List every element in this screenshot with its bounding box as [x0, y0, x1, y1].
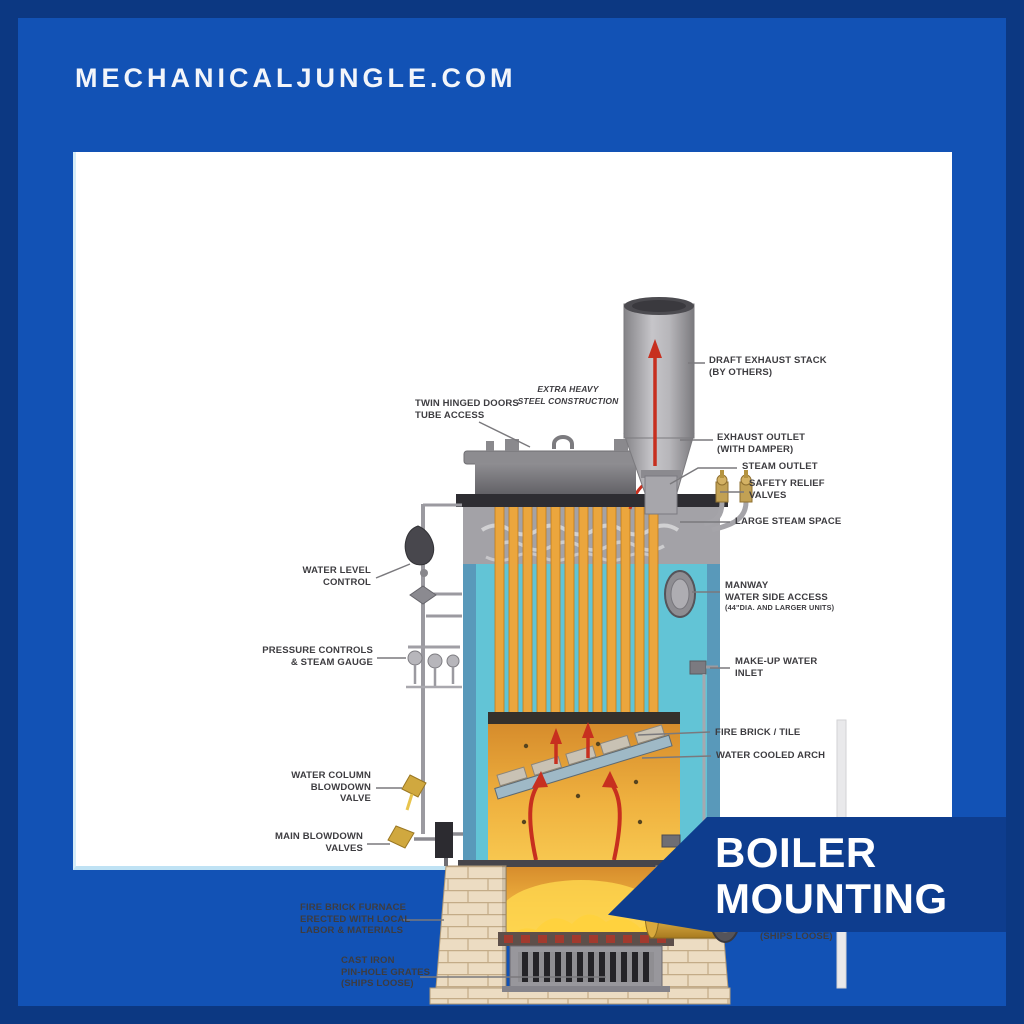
- pressure-gauges-icon: [406, 650, 462, 689]
- ember-bed: [506, 934, 658, 946]
- main-blowdown-valves-icon: [387, 822, 463, 866]
- water-column-blowdown-valve-icon: [401, 774, 427, 811]
- furnace-rivets: [521, 741, 643, 825]
- label-fire-brick-tile: FIRE BRICK / TILE: [715, 727, 801, 738]
- leader-line: [478, 421, 531, 448]
- label-large-steam-space: LARGE STEAM SPACE: [735, 516, 842, 527]
- manway-icon: [664, 570, 696, 618]
- grate-assembly: [498, 932, 674, 992]
- label-steam-outlet: STEAM OUTLET: [742, 461, 818, 472]
- leader-line: [637, 731, 711, 736]
- water-cooled-arch-icon: [494, 724, 673, 800]
- boiler-shell: [463, 506, 720, 866]
- left-plumbing: [387, 503, 463, 866]
- banner-line-1: BOILER: [715, 829, 877, 876]
- top-cap: [456, 435, 728, 507]
- cleanout-icon: [661, 834, 681, 848]
- banner-line-2: MOUNTING: [715, 875, 948, 922]
- flame-arrows: [528, 722, 622, 861]
- exhaust-stack: [623, 297, 695, 497]
- label-draft-exhaust-stack: DRAFT EXHAUST STACK(BY OTHERS): [709, 355, 827, 378]
- lifting-handle: [552, 435, 574, 449]
- label-pressure-controls: PRESSURE CONTROLS& STEAM GAUGE: [262, 645, 373, 668]
- leader-line: [641, 755, 712, 759]
- gas-flow-arrows-top: [511, 469, 656, 510]
- safety-relief-valves-icon: [703, 470, 753, 533]
- leader-line: [669, 467, 737, 485]
- site-title: MECHANICALJUNGLE.COM: [75, 63, 517, 93]
- diagram-panel: DRAFT EXHAUST STACK(BY OTHERS) EXHAUST OU…: [73, 152, 952, 1005]
- water-level-control-icon: [404, 525, 435, 566]
- leader-line: [375, 563, 411, 579]
- label-exhaust-outlet: EXHAUST OUTLET(WITH DAMPER): [717, 432, 806, 455]
- steam-outlet-icon: [641, 470, 681, 515]
- label-water-cooled-arch: WATER COOLED ARCH: [716, 750, 826, 761]
- fire-tubes: [494, 505, 659, 723]
